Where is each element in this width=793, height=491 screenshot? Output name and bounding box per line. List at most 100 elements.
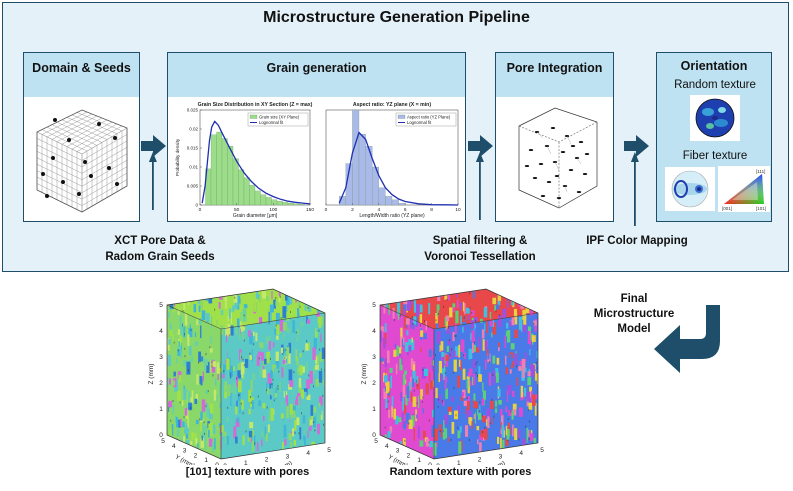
x-tick-label: 150	[306, 207, 314, 213]
pore-cube	[518, 107, 598, 209]
x-tick-label: 50	[234, 207, 240, 213]
random-texture-label: Random texture	[674, 79, 756, 91]
y-tick-label: 0.01	[189, 165, 198, 170]
flow-arrow-1	[141, 135, 166, 157]
pore-mark	[524, 165, 530, 167]
panel-grain-generation-title: Grain generation	[168, 53, 465, 97]
pore-mark	[576, 191, 582, 193]
x-tick-label: 2	[265, 457, 269, 464]
x-tick-label: 0	[436, 463, 440, 465]
seed-point	[61, 180, 65, 184]
panel-pore-integration: Pore Integration	[495, 52, 614, 222]
pore-mark	[550, 127, 556, 129]
caption-101-texture: [101] texture with pores	[185, 466, 310, 478]
note-spatial-filtering: Spatial filtering & Voronoi Tessellation	[424, 235, 536, 263]
x-tick-label: 3	[286, 453, 290, 460]
cube-outline	[379, 288, 539, 460]
histogram-bar	[210, 134, 217, 206]
z-tick-label: 0	[159, 432, 163, 439]
y-tick-label: 1	[417, 457, 421, 464]
panel-orientation: Orientation Random texture Fiber texture	[656, 52, 772, 222]
seed-grid-cube	[36, 109, 128, 213]
legend-swatch	[397, 114, 406, 119]
fiber-texture-pole-figure	[665, 167, 715, 211]
legend-box	[247, 112, 309, 127]
grain-size-histogram: Grain Size Distribution in XY Section (Z…	[175, 102, 314, 219]
x-axis-label: Grain diameter [μm]	[233, 213, 278, 219]
x-tick-label: 3	[499, 453, 503, 460]
seed-point	[107, 166, 111, 170]
x-tick-label: 1	[244, 460, 248, 465]
caption-random-texture: Random texture with pores	[389, 466, 532, 478]
z-tick-label: 4	[372, 328, 376, 335]
x-tick-label: 0	[199, 207, 202, 213]
y-tick-label: 2	[407, 452, 411, 459]
x-tick-label: 0	[325, 207, 328, 213]
histogram-bar	[282, 202, 289, 206]
x-tick-label: 5	[540, 447, 544, 454]
z-axis-label: Z (mm)	[148, 364, 155, 385]
seed-point	[113, 136, 117, 140]
ipf-corner-001: [001]	[722, 206, 732, 211]
flow-arrow-3	[624, 135, 649, 157]
seed-point	[45, 194, 49, 198]
histogram-title: Aspect ratio: YZ plane (X = min)	[353, 102, 431, 108]
x-tick-label: 10	[455, 207, 461, 213]
x-tick-label: 8	[430, 207, 433, 213]
histogram-bar	[249, 185, 256, 206]
y-tick-label: 0.015	[187, 146, 199, 151]
final-model-label: Final Microstructure Model	[593, 293, 675, 335]
seed-point	[67, 138, 71, 142]
seed-point	[83, 160, 87, 164]
legend-entry: Aspect ratio (YZ Plane)	[407, 115, 451, 120]
random-texture-pole-figure	[690, 95, 740, 141]
seed-point	[97, 122, 101, 126]
x-tick-label: 4	[306, 450, 310, 457]
y-tick-label: 3	[183, 448, 187, 455]
pore-mark	[570, 145, 576, 147]
histogram-bar	[216, 131, 223, 206]
x-tick-label: 5	[327, 447, 331, 454]
seed-point	[53, 118, 57, 122]
histogram-bar	[221, 138, 228, 206]
ipf-corner-101: [101]	[756, 206, 766, 211]
fiber-texture-label: Fiber texture	[682, 150, 748, 162]
y-tick-label: 0.02	[189, 127, 198, 132]
pore-mark	[546, 181, 552, 183]
y-tick-label: 0	[215, 462, 219, 465]
legend-entry: Lognormal fit	[407, 120, 432, 125]
seed-point	[51, 156, 55, 160]
y-tick-label: 0	[195, 203, 198, 208]
legend-box	[395, 112, 457, 127]
histogram-bar	[265, 197, 272, 206]
y-axis-label: Y (mm)	[174, 454, 196, 465]
y-axis-label: Probability density	[175, 138, 180, 176]
histogram-bar	[358, 134, 366, 206]
histogram-bar	[227, 145, 234, 206]
histogram-bar	[298, 204, 305, 206]
y-axis-label: Y (mm)	[387, 454, 409, 465]
pore-mark	[538, 163, 544, 165]
histogram-title: Grain Size Distribution in XY Section (Z…	[198, 102, 313, 108]
flow-arrow-2	[468, 135, 493, 157]
pore-mark	[578, 141, 584, 143]
z-tick-label: 2	[159, 380, 163, 387]
y-tick-label: 4	[172, 443, 176, 450]
x-tick-label: 2	[478, 457, 482, 464]
final-model-arrow	[654, 305, 720, 373]
histogram-bar	[385, 196, 393, 206]
x-axis-label: Length/Width ratio (YZ plane)	[359, 213, 425, 219]
legend-entry: Grain size (XY Plane)	[259, 115, 300, 120]
y-tick-label: 5	[161, 438, 165, 445]
z-axis-label: Z (mm)	[361, 364, 368, 385]
seed-point	[41, 172, 45, 176]
pore-mark	[582, 173, 588, 175]
pore-mark	[528, 149, 534, 151]
z-tick-label: 1	[159, 406, 163, 413]
z-tick-label: 5	[372, 302, 376, 309]
pore-mark	[584, 153, 590, 155]
cube-edges	[379, 304, 539, 459]
